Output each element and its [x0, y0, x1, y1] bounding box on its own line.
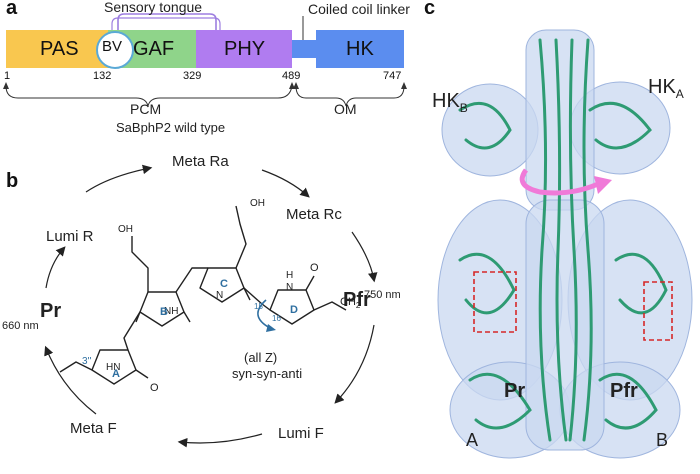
- oh-2: OH: [250, 198, 265, 209]
- domain-gaf-label: GAF: [133, 38, 175, 60]
- config-syn: syn-syn-anti: [232, 366, 303, 381]
- bv-circle: [96, 31, 134, 69]
- pos-489: 489: [282, 70, 301, 82]
- coiled-coil-label: Coiled coil linker: [308, 1, 410, 17]
- oh-1: OH: [118, 224, 133, 235]
- state-lumi-f: Lumi F: [278, 425, 324, 442]
- pcm-label: PCM: [130, 101, 162, 117]
- biliverdin-structure: [59, 205, 347, 385]
- ring-a-label: A: [112, 368, 120, 380]
- pos-1: 1: [4, 70, 11, 82]
- domain-phy: [196, 30, 292, 68]
- sensory-tongue-label: Sensory tongue: [104, 0, 203, 15]
- wavelength-pr: 660 nm: [2, 320, 39, 332]
- domain-phy-label: PHY: [224, 38, 266, 60]
- wavelength-pfr: 750 nm: [364, 289, 401, 301]
- config-all-z: (all Z): [244, 350, 278, 365]
- pos-16: 16: [272, 314, 281, 323]
- chain-b-label: B: [656, 430, 669, 450]
- om-label: OM: [334, 101, 357, 117]
- o-a: O: [150, 382, 159, 394]
- state-pfr: Pfr: [343, 289, 371, 311]
- ring-d-label: D: [290, 304, 298, 316]
- hn-a: HN: [106, 362, 121, 373]
- domain-pas: [6, 30, 108, 68]
- pr-label: Pr: [504, 380, 526, 402]
- pos-747: 747: [383, 70, 402, 82]
- panel-a-annotations: [3, 13, 407, 107]
- domain-hk: [316, 30, 404, 68]
- ch2: CH2: [340, 296, 361, 311]
- cryo-em-map: [437, 29, 693, 459]
- o-d: O: [310, 262, 319, 274]
- pfr-label: Pfr: [610, 380, 638, 402]
- state-meta-ra: Meta Ra: [172, 153, 229, 170]
- ring-b-label: B: [160, 306, 168, 318]
- panel-b-letter: b: [6, 170, 19, 192]
- bv-label: BV: [102, 38, 123, 55]
- state-lumi-r: Lumi R: [46, 228, 94, 245]
- pos-3: 3'': [82, 356, 92, 367]
- state-pr: Pr: [40, 300, 62, 322]
- state-meta-rc: Meta Rc: [286, 206, 342, 223]
- chain-a-label: A: [466, 430, 479, 450]
- hk-a-label: HKA: [648, 76, 684, 101]
- caption: SaBphP2 wild type: [116, 120, 226, 135]
- domain-hk-label: HK: [346, 38, 374, 60]
- hk-b-label: HKB: [432, 90, 468, 115]
- pos-15: 15: [254, 302, 263, 311]
- state-meta-f: Meta F: [70, 420, 117, 437]
- h-d: H: [286, 270, 294, 281]
- n-d: N: [286, 282, 294, 293]
- nh-b: NH: [164, 306, 179, 317]
- domain-pas-label: PAS: [40, 38, 79, 60]
- ring-c-label: C: [220, 278, 228, 290]
- linker-bar: [292, 40, 316, 58]
- n-c: N: [216, 290, 224, 301]
- panel-a-letter: a: [6, 0, 18, 19]
- photocycle-arrows: [44, 164, 378, 448]
- panel-c-letter: c: [424, 0, 436, 19]
- pos-329: 329: [183, 70, 202, 82]
- pos-132: 132: [93, 70, 112, 82]
